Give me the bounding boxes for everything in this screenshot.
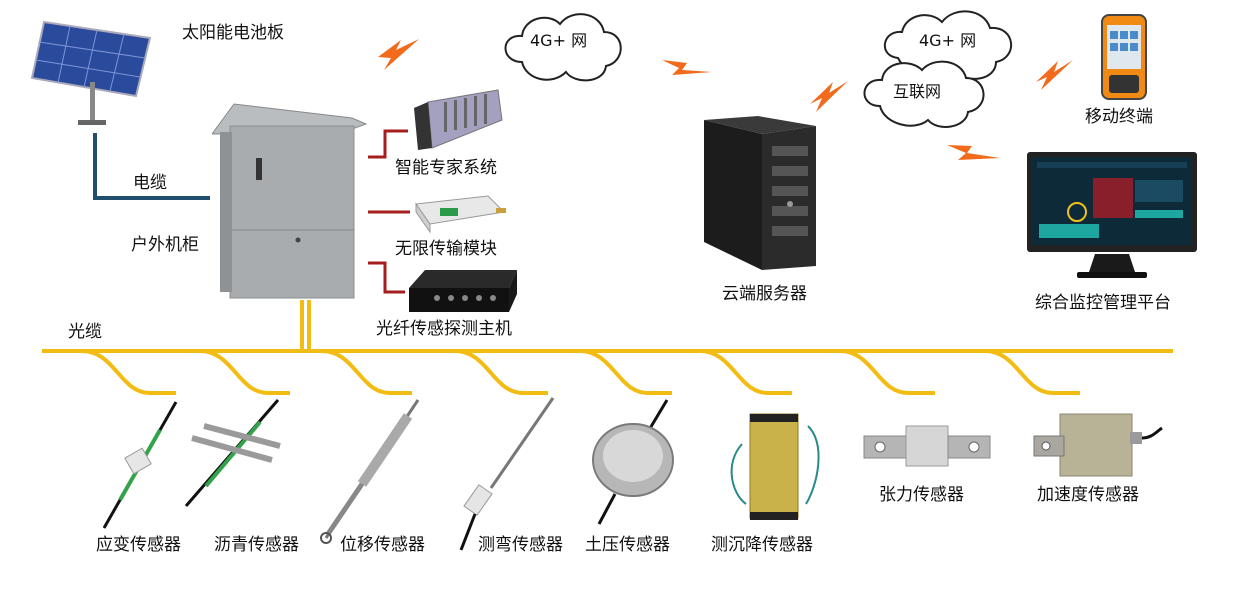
tension-sensor-icon (863, 425, 991, 467)
connector-line (368, 261, 405, 294)
settlement-sensor (722, 404, 832, 522)
lightning-icon (378, 39, 419, 70)
monitor-platform-label: 综合监控管理平台 (1035, 293, 1171, 313)
monitor-icon (1027, 152, 1197, 278)
lightning-icon (810, 81, 848, 112)
bending-sensor (455, 396, 559, 554)
connector-line (368, 129, 408, 159)
sensor-label-6: 张力传感器 (879, 485, 964, 505)
fiber-cable-label: 光缆 (68, 322, 102, 342)
cabinet-icon (212, 103, 368, 299)
wireless-module-device (410, 192, 510, 234)
sensor-label-4: 土压传感器 (585, 535, 670, 555)
cloud-server-device (700, 116, 824, 272)
cloud-icon (504, 13, 622, 82)
sensor-label-3: 测弯传感器 (478, 535, 563, 555)
acceleration-sensor-icon (1033, 413, 1163, 477)
power-cable-label: 电缆 (133, 173, 167, 193)
fiber-host-device (405, 266, 523, 318)
solar-panel (30, 20, 160, 130)
server-icon (704, 116, 816, 270)
solar-panel-label: 太阳能电池板 (182, 23, 284, 43)
cloud-server-label: 云端服务器 (722, 284, 807, 304)
solar-panel-icon (30, 20, 152, 125)
sensor-branch-curve (984, 349, 1080, 395)
lightning-group (378, 39, 1073, 160)
displacement-sensor (318, 398, 422, 546)
network-cloud-label-right-top: 4G+ 网 (919, 31, 977, 50)
sensor-branch-curve (199, 349, 290, 395)
mobile-terminal-device (1100, 13, 1148, 101)
mobile-phone-icon (1101, 14, 1147, 100)
asphalt-sensor (182, 398, 282, 510)
wireless-module-label: 无限传输模块 (395, 239, 497, 259)
asphalt-sensor-icon (184, 399, 281, 507)
sensor-branch-curve (839, 349, 935, 395)
cloud-icon (863, 60, 985, 128)
sensor-label-2: 位移传感器 (340, 535, 425, 555)
wireless-module-icon (415, 195, 506, 234)
outdoor-cabinet (212, 102, 368, 300)
sensor-branch-curve (321, 349, 412, 395)
mobile-terminal-label: 移动终端 (1085, 107, 1153, 127)
displacement-sensor-icon (320, 399, 420, 544)
monitor-platform-device (1025, 150, 1200, 284)
earth-pressure-sensor-icon (592, 399, 674, 525)
expert-system-device (410, 88, 506, 152)
sensor-label-1: 沥青传感器 (214, 535, 299, 555)
expert-system-label: 智能专家系统 (395, 158, 497, 178)
lightning-icon (1036, 60, 1073, 90)
outdoor-cabinet-label: 户外机柜 (131, 235, 199, 255)
settlement-sensor-icon (730, 413, 820, 520)
power-cable-line (93, 133, 210, 200)
sensor-label-7: 加速度传感器 (1037, 485, 1139, 505)
sensor-branch-curve (81, 349, 176, 395)
tension-sensor (862, 422, 992, 474)
expert-system-icon (414, 89, 503, 150)
sensor-branch-curve (579, 349, 672, 395)
strain-sensor-icon (102, 401, 178, 529)
acceleration-sensor (1030, 408, 1164, 480)
strain-sensor (100, 400, 180, 530)
fiber-host-icon (409, 270, 517, 312)
lightning-icon (947, 145, 1000, 160)
sensor-branch-curve (699, 349, 792, 395)
sensor-label-0: 应变传感器 (96, 535, 181, 555)
network-cloud-label-left: 4G+ 网 (530, 31, 588, 50)
network-cloud-label-right-bottom: 互联网 (893, 82, 942, 101)
lightning-icon (662, 60, 712, 75)
sensor-branch-curve (454, 349, 548, 395)
bending-sensor-icon (459, 397, 555, 551)
sensor-label-5: 测沉降传感器 (711, 535, 813, 555)
fiber-host-label: 光纤传感探测主机 (376, 319, 512, 339)
earth-pressure-sensor (585, 398, 681, 528)
